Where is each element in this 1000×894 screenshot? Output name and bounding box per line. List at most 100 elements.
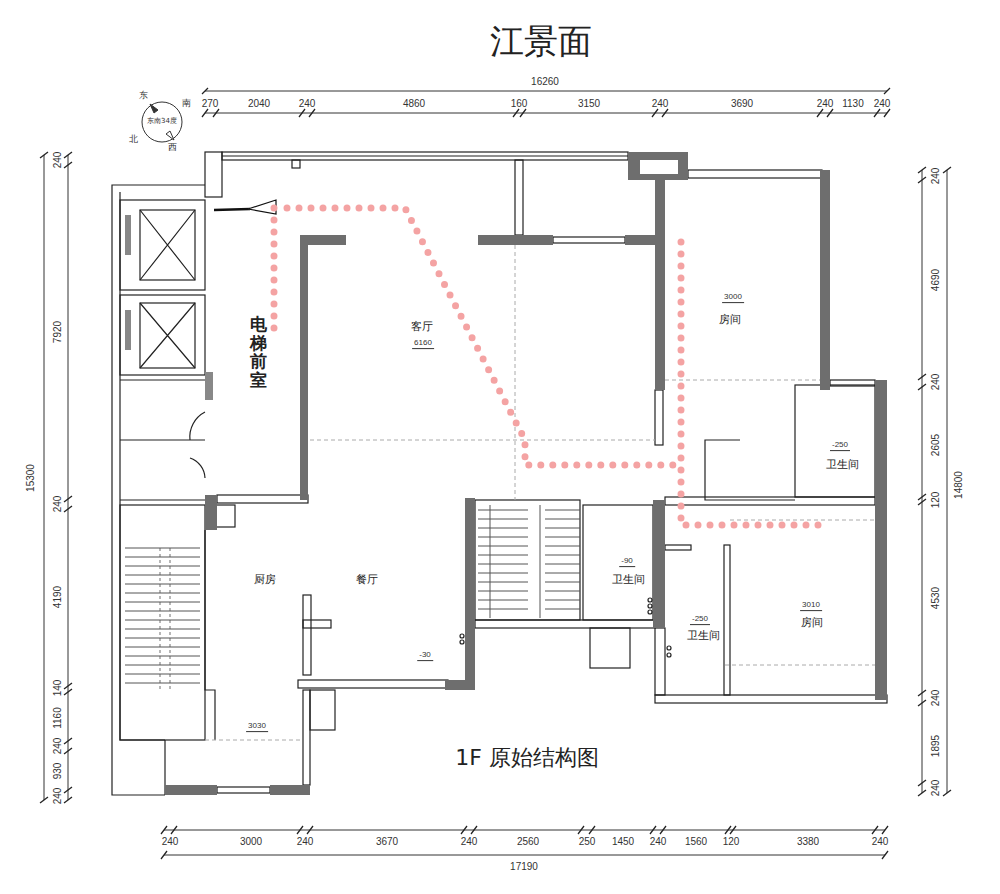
dimension-number: 3150 <box>578 98 600 109</box>
elevation-mark: 3030 <box>246 722 268 732</box>
dimension-number: 240 <box>461 836 478 847</box>
plan-line <box>918 499 926 505</box>
plan-line <box>125 548 200 549</box>
dimension-number: 4190 <box>52 586 63 608</box>
dimension-number: 4690 <box>930 269 941 291</box>
plan-line <box>660 826 666 834</box>
compass <box>142 102 182 142</box>
plan-line <box>297 826 303 834</box>
plan-line <box>161 851 167 859</box>
dimension-number: 1560 <box>685 836 707 847</box>
elevation-mark: -90 <box>619 557 635 567</box>
plan-line <box>478 519 528 520</box>
dimension-number: 1160 <box>52 707 63 729</box>
room-name: 卫生间 <box>612 574 645 586</box>
plan-line <box>461 826 467 834</box>
plan-line <box>545 510 580 511</box>
dimension-number: 240 <box>930 690 941 707</box>
dimension-number: 240 <box>52 152 63 169</box>
plan-line <box>64 748 72 754</box>
dimension-number: 160 <box>511 98 528 109</box>
plan-line <box>478 600 528 601</box>
compass-letter: 东 <box>139 91 148 101</box>
dimension-number: 240 <box>817 98 834 109</box>
dimension-number: 4860 <box>403 98 425 109</box>
dimension-number: 4530 <box>930 587 941 609</box>
plan-line <box>40 152 48 158</box>
dimension-number: 7920 <box>52 321 63 343</box>
plan-line <box>652 109 658 117</box>
plan-line <box>64 162 72 168</box>
plan-line <box>213 109 219 117</box>
plan-line <box>478 528 528 529</box>
dimension-number: 15300 <box>25 464 36 492</box>
room-name: 餐厅 <box>356 574 378 586</box>
plan-line <box>125 557 200 558</box>
plan-line <box>490 505 491 618</box>
room-name: 厨房 <box>254 574 276 586</box>
elevation-mark: -250 <box>690 615 710 625</box>
dimension-number: 240 <box>652 98 669 109</box>
plan-caption: 1F 原始结构图 <box>455 746 599 770</box>
dimension-number: 240 <box>930 780 941 797</box>
elevation-mark: 3000 <box>722 293 744 303</box>
plan-line <box>650 826 656 834</box>
plan-line <box>161 826 167 834</box>
dimension-number: 1895 <box>930 735 941 757</box>
plan-line <box>202 88 208 94</box>
elevation-mark: 3010 <box>800 601 822 611</box>
dimension-number: 3690 <box>731 98 753 109</box>
plan-line <box>478 582 528 583</box>
plan-line <box>882 826 888 834</box>
plan-line <box>545 537 580 538</box>
plan-line <box>545 600 580 601</box>
plan-line <box>64 738 72 744</box>
plan-line <box>874 109 880 117</box>
plan-line <box>884 88 890 94</box>
dimension-number: 240 <box>930 374 941 391</box>
dimension-number: 120 <box>930 492 941 509</box>
plan-line <box>125 674 200 675</box>
dimension-number: 270 <box>202 98 219 109</box>
plan-line <box>64 152 72 158</box>
plan-line <box>202 109 208 117</box>
plan-line <box>817 109 823 117</box>
dimension-number: 3000 <box>240 836 262 847</box>
dimension-number: 250 <box>579 836 596 847</box>
room-name: 房间 <box>801 617 823 629</box>
compass-angle: 东南34度 <box>146 118 178 126</box>
dimension-number: 240 <box>650 836 667 847</box>
plan-line <box>125 629 200 630</box>
plan-line <box>125 647 200 648</box>
plan-line <box>545 609 580 610</box>
plan-line <box>918 780 926 786</box>
plan-line <box>478 564 528 565</box>
room-name: 卫生间 <box>826 459 859 471</box>
plan-line <box>125 683 200 684</box>
plan-line <box>662 109 668 117</box>
plan-line <box>125 656 200 657</box>
plan-line <box>918 700 926 706</box>
plan-line <box>125 602 200 603</box>
dimension-number: 930 <box>52 763 63 780</box>
dimension-number: 2040 <box>248 98 270 109</box>
plan-line <box>827 109 833 117</box>
plan-line <box>64 689 72 695</box>
plan-line <box>884 109 890 117</box>
plan-line <box>471 826 477 834</box>
plan-line <box>918 790 926 796</box>
room-name: 房间 <box>719 314 741 326</box>
plan-line <box>125 575 200 576</box>
plan-line <box>64 797 72 803</box>
plan-line <box>64 506 72 512</box>
plan-line <box>943 167 951 173</box>
elevation-mark: -250 <box>830 441 850 451</box>
plan-line <box>545 546 580 547</box>
dimension-number: 3380 <box>797 836 819 847</box>
plan-line <box>589 826 595 834</box>
plan-line <box>545 591 580 592</box>
plan-line <box>545 555 580 556</box>
plan-line <box>299 109 305 117</box>
plan-line <box>478 537 528 538</box>
dimension-number: 240 <box>52 496 63 513</box>
